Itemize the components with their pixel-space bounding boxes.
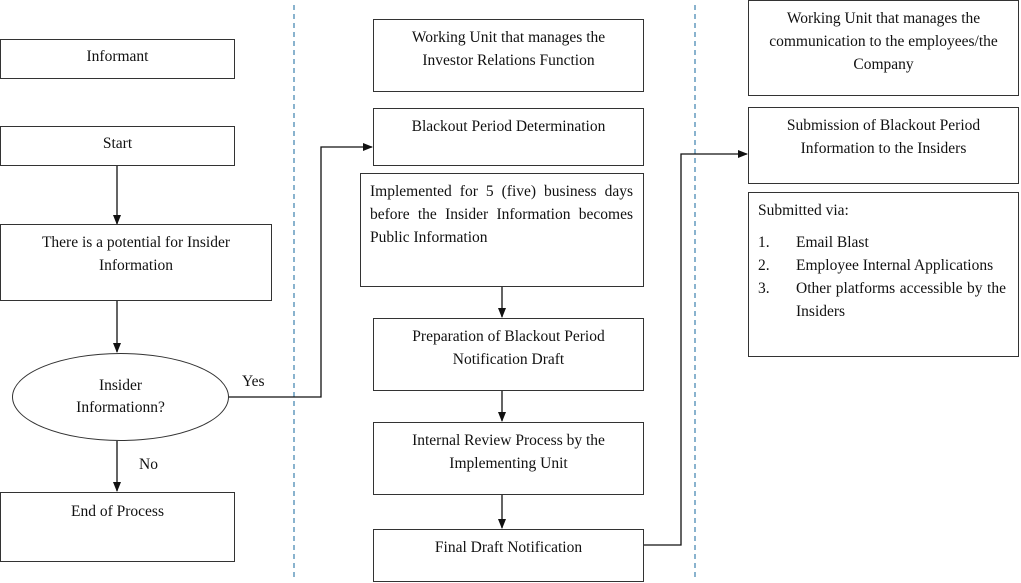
- final-draft-text: Final Draft Notification: [434, 539, 583, 556]
- end-of-process-text: End of Process: [71, 503, 164, 520]
- potential-insider-info-text: There is a potential for Insider Informa…: [41, 234, 231, 274]
- communication-header: Working Unit that manages the communicat…: [748, 0, 1019, 96]
- start-node-text: Start: [102, 135, 133, 152]
- blackout-determination-node: Blackout Period Determination: [373, 108, 644, 166]
- submitted-via-label: Submitted via:: [758, 202, 849, 219]
- final-draft-node: Final Draft Notification: [373, 529, 644, 582]
- investor-relations-header-text: Working Unit that manages the Investor R…: [411, 29, 606, 69]
- submission-text: Submission of Blackout Period Informatio…: [786, 117, 981, 157]
- yes-label: Yes: [242, 373, 265, 390]
- channel-number: 1.: [758, 234, 770, 251]
- internal-review-text: Internal Review Process by the Implement…: [412, 432, 605, 472]
- submission-channels-box: Submitted via: 1. Email Blast 2. Employe…: [748, 192, 1019, 357]
- channel-text: Email Blast: [796, 234, 869, 251]
- blackout-determination-text: Blackout Period Determination: [411, 118, 606, 135]
- informant-header-text: Informant: [86, 48, 149, 65]
- decision-text: Insider Informationn?: [76, 377, 165, 416]
- channel-text: Employee Internal Applications: [796, 257, 994, 274]
- internal-review-node: Internal Review Process by the Implement…: [373, 422, 644, 495]
- submission-node: Submission of Blackout Period Informatio…: [748, 107, 1019, 184]
- end-of-process-node: End of Process: [0, 492, 235, 562]
- draft-preparation-text: Preparation of Blackout Period Notificat…: [412, 328, 605, 368]
- channel-number: 3.: [758, 280, 770, 297]
- arrow-final-to-submission: [644, 150, 748, 546]
- investor-relations-header: Working Unit that manages the Investor R…: [373, 19, 644, 92]
- channel-list: 1. Email Blast 2. Employee Internal Appl…: [758, 231, 1006, 323]
- arrow-yes-to-determination: [228, 143, 373, 398]
- channel-item: 1. Email Blast: [758, 231, 1006, 254]
- start-node: Start: [0, 126, 235, 166]
- channel-item: 3. Other platforms accessible by the Ins…: [758, 277, 1006, 323]
- channel-text: Other platforms accessible by the Inside…: [796, 280, 1006, 320]
- no-label: No: [139, 456, 158, 473]
- insider-info-decision: Insider Informationn?: [12, 353, 229, 441]
- draft-preparation-node: Preparation of Blackout Period Notificat…: [373, 318, 644, 391]
- channel-number: 2.: [758, 257, 770, 274]
- informant-header: Informant: [0, 39, 235, 79]
- communication-header-text: Working Unit that manages the communicat…: [769, 10, 998, 73]
- implemented-period-node: Implemented for 5 (five) business days b…: [360, 173, 644, 287]
- channel-item: 2. Employee Internal Applications: [758, 254, 1006, 277]
- potential-insider-info-node: There is a potential for Insider Informa…: [0, 224, 272, 301]
- implemented-period-text: Implemented for 5 (five) business days b…: [370, 183, 633, 246]
